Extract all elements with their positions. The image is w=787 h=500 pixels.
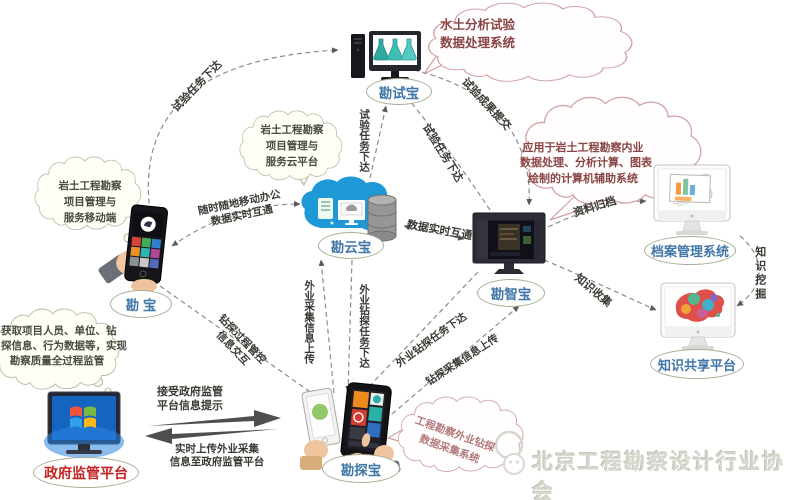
edge-cloud-kantanbao xyxy=(345,259,353,393)
callout-soil-test-text: 水土分析试验 数据处理系统 xyxy=(439,18,515,51)
cad-monitor-icon xyxy=(472,212,546,274)
edge-label-gov-upload: 实时上传外业采集 信息至政府监管平台 xyxy=(169,443,265,469)
edge-label-knowledge-mining: 知识挖掘 xyxy=(753,246,766,302)
monitor-icon xyxy=(338,200,365,225)
field-devices-icon xyxy=(300,382,401,480)
documents-icon xyxy=(669,173,714,207)
node-kanbao: 勘 宝 xyxy=(110,290,172,318)
archive-computer-icon xyxy=(653,164,731,235)
edge-label-field-upload: 外业采集信息上传 xyxy=(303,280,316,364)
edge-cloud-kanshibao xyxy=(369,105,388,179)
windows-logo-icon xyxy=(70,406,96,428)
smartphone-hand-icon xyxy=(98,204,168,293)
node-knowledge: 知识共享平台 xyxy=(650,349,744,379)
edge-kanzhibao-knowledge xyxy=(543,259,657,311)
edge-archive-knowledge xyxy=(736,235,760,307)
edge-kantanbao-kanzhibao xyxy=(391,305,520,415)
edge-label-test-task-cloud: 试验任务下达 xyxy=(358,109,371,172)
edge-kanzhibao-archive xyxy=(547,198,647,228)
field-tablet-icon xyxy=(340,382,392,461)
arrow-gov-to-kantanbao xyxy=(148,410,281,427)
database-icon xyxy=(367,194,397,242)
association-logo-icon xyxy=(494,430,525,475)
server-icon xyxy=(318,198,333,219)
lab-computer-icon xyxy=(351,31,421,81)
node-archive: 档案管理系统 xyxy=(644,236,736,265)
node-gov: 政府监管平台 xyxy=(33,457,139,488)
arrow-kantanbao-to-gov xyxy=(145,428,278,444)
edge-kanbao-kanshibao xyxy=(147,47,339,213)
edge-label-gov-notice: 接受政府监管 平台信息提示 xyxy=(157,386,223,412)
node-kantanbao: 勘探宝 xyxy=(322,454,400,483)
edge-label-field-task: 外业钻探任务下达 xyxy=(358,284,371,368)
node-kanzhibao: 勘智宝 xyxy=(477,279,545,307)
app-grid-icon xyxy=(129,236,162,269)
map-computer-icon xyxy=(660,282,736,350)
association-logo-text: 北京工程勘察设计行业协会 xyxy=(532,451,785,500)
windows-monitor-icon xyxy=(44,391,124,458)
callout-kanzhibao-text: 应用于岩土工程勘察内业 数据处理、分析计算、图表 绘制的计算机辅助系统 xyxy=(520,142,652,185)
callout-mobile-platform-text: 岩土工程勘察 项目管理与 服务移动端 xyxy=(58,180,122,224)
field-phone-icon xyxy=(301,387,341,448)
callout-gov-platform-text: 获取项目人员、单位、钻 探信息、行为数据等，实现 勘察质量全过程监管 xyxy=(1,325,127,368)
edge-kanbao-kantanbao xyxy=(159,285,317,397)
edge-kantanbao-cloud xyxy=(318,259,335,394)
node-kanshibao: 勘试宝 xyxy=(366,78,432,105)
cloud-server-icon xyxy=(301,176,397,242)
edge-kanshibao-kanzhibao xyxy=(413,69,533,206)
flask-icon xyxy=(373,38,417,61)
node-kanyunbao: 勘云宝 xyxy=(318,232,384,259)
china-map-icon xyxy=(675,289,724,322)
edge-kanzhibao-kanshibao xyxy=(405,95,491,211)
callout-cloud-platform-text: 岩土工程勘察 项目管理与 服务云平台 xyxy=(260,124,324,168)
edge-kanbao-cloud xyxy=(171,201,301,247)
edge-cloud-kanzhibao xyxy=(403,224,465,241)
edge-kanzhibao-kantanbao xyxy=(361,271,479,395)
